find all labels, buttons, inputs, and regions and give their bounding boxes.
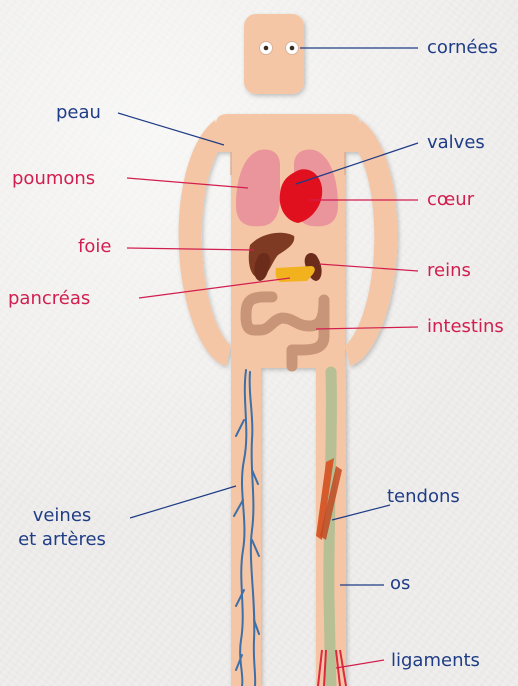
label-veins-arteries: veines et artères (4, 504, 120, 552)
label-veins-arteries-line2: et artères (18, 529, 106, 550)
bone (329, 372, 332, 686)
label-heart: cœur (427, 190, 474, 210)
label-valves: valves (427, 133, 485, 153)
label-tendons: tendons (387, 487, 460, 507)
label-liver: foie (78, 237, 111, 257)
label-veins-arteries-line1: veines (33, 505, 92, 526)
label-lungs: poumons (12, 169, 95, 189)
label-corneas: cornées (427, 38, 498, 58)
label-ligaments: ligaments (391, 651, 480, 671)
left-arm (179, 120, 231, 366)
label-bones: os (390, 574, 410, 594)
leader-veins-arteries (130, 486, 236, 518)
label-kidneys: reins (427, 261, 471, 281)
label-intestines: intestins (427, 317, 504, 337)
right-arm (345, 120, 397, 366)
label-pancreas: pancréas (8, 289, 90, 309)
label-skin: peau (56, 103, 101, 123)
